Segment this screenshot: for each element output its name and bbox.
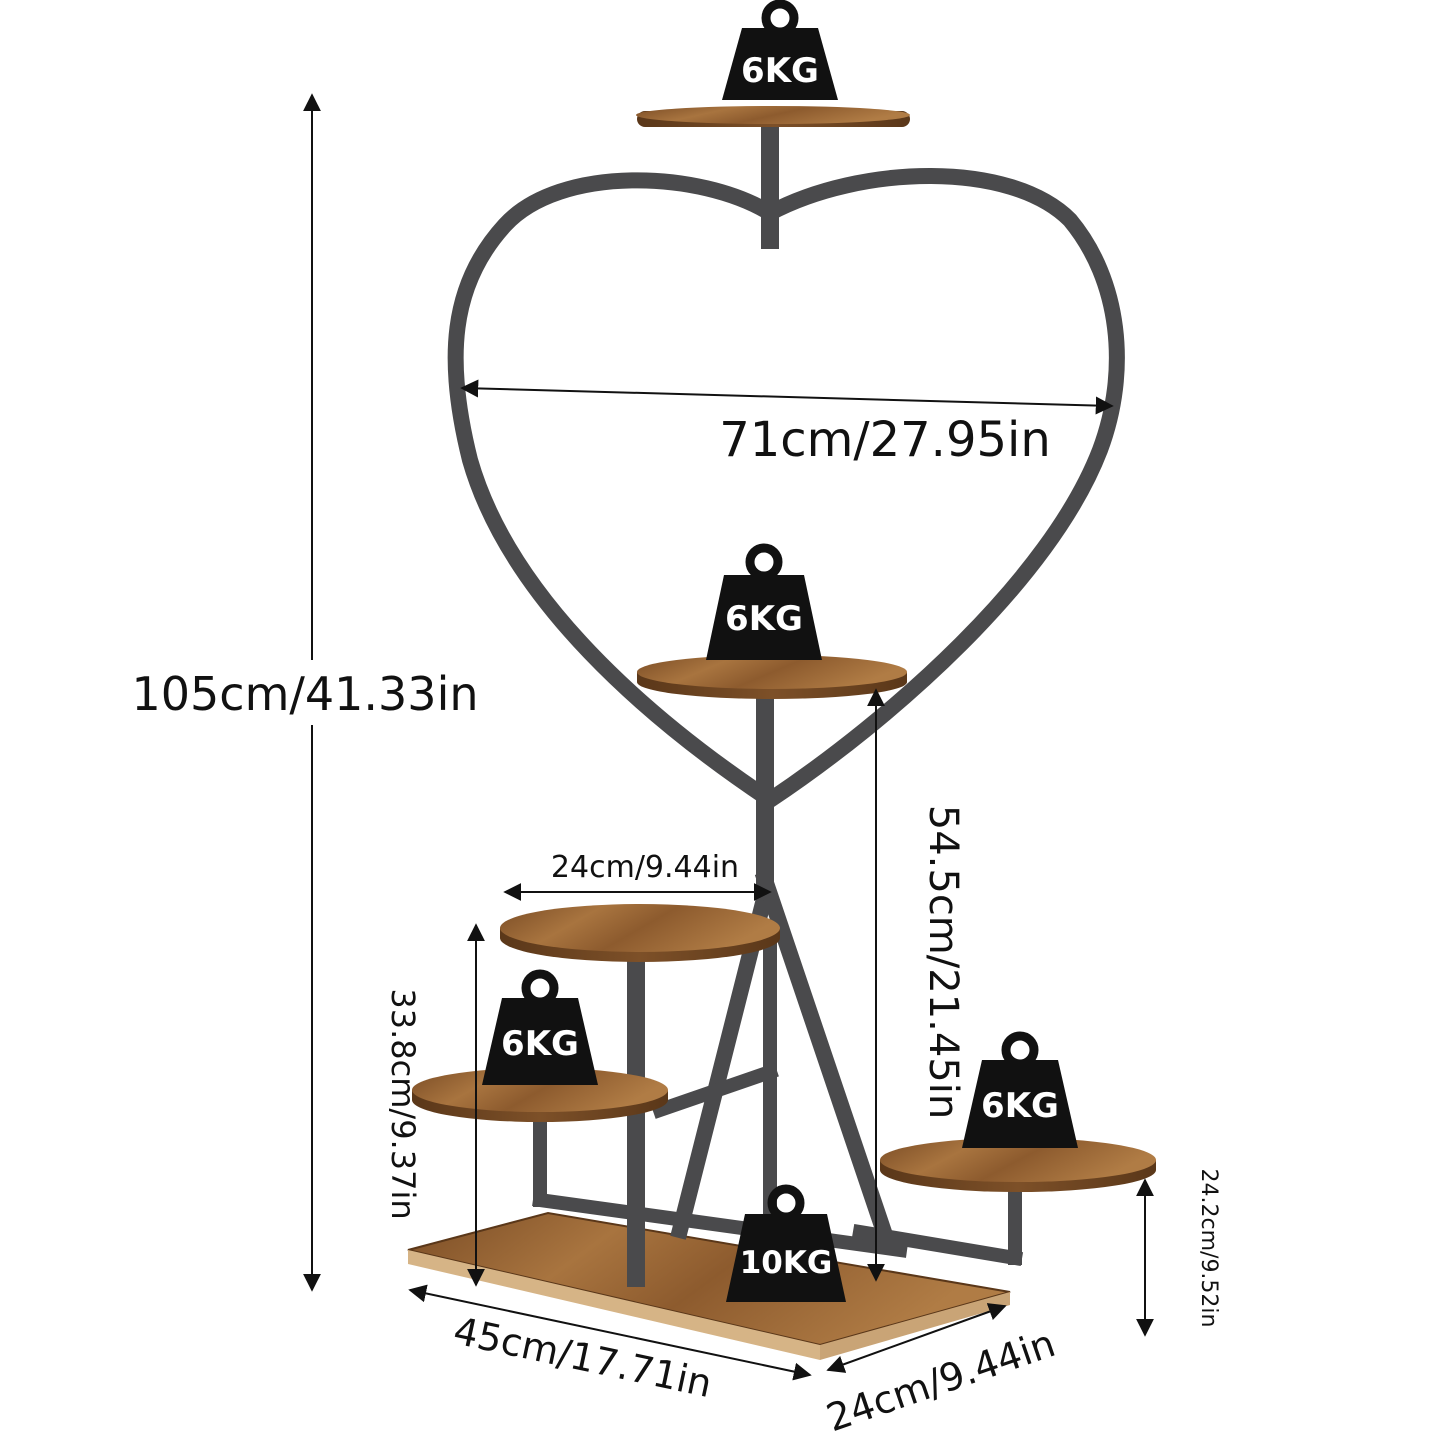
shelf-center	[637, 655, 907, 699]
shelf-top	[636, 106, 910, 127]
weight-label-top: 6KG	[741, 51, 819, 91]
shelf-right	[880, 1138, 1156, 1192]
weight-icon: 6KG	[482, 969, 598, 1085]
dimension-lines	[303, 93, 1154, 1381]
weight-icon: 6KG	[706, 543, 822, 660]
shelf-left-upper	[500, 904, 780, 962]
weight-label-right: 6KG	[981, 1086, 1059, 1126]
weight-icon: 6KG	[722, 0, 838, 100]
weight-icon: 10KG	[726, 1184, 846, 1302]
weight-label-left: 6KG	[501, 1024, 579, 1064]
weight-label-base: 10KG	[740, 1245, 833, 1281]
dimension-right-height: 24.2cm/9.52in	[1196, 1169, 1221, 1328]
weight-label-center: 6KG	[725, 599, 803, 639]
dimension-total-height: 105cm/41.33in	[131, 667, 478, 721]
dimension-heart-width: 71cm/27.95in	[719, 412, 1051, 468]
dimension-top-round-shelf: 24cm/9.44in	[551, 850, 739, 885]
dimension-left-height: 33.8cm/9.37in	[384, 988, 422, 1219]
weight-icon: 6KG	[962, 1031, 1078, 1148]
metal-frame	[447, 121, 1125, 1287]
dimension-middle-height: 54.5cm/21.45in	[920, 805, 966, 1119]
